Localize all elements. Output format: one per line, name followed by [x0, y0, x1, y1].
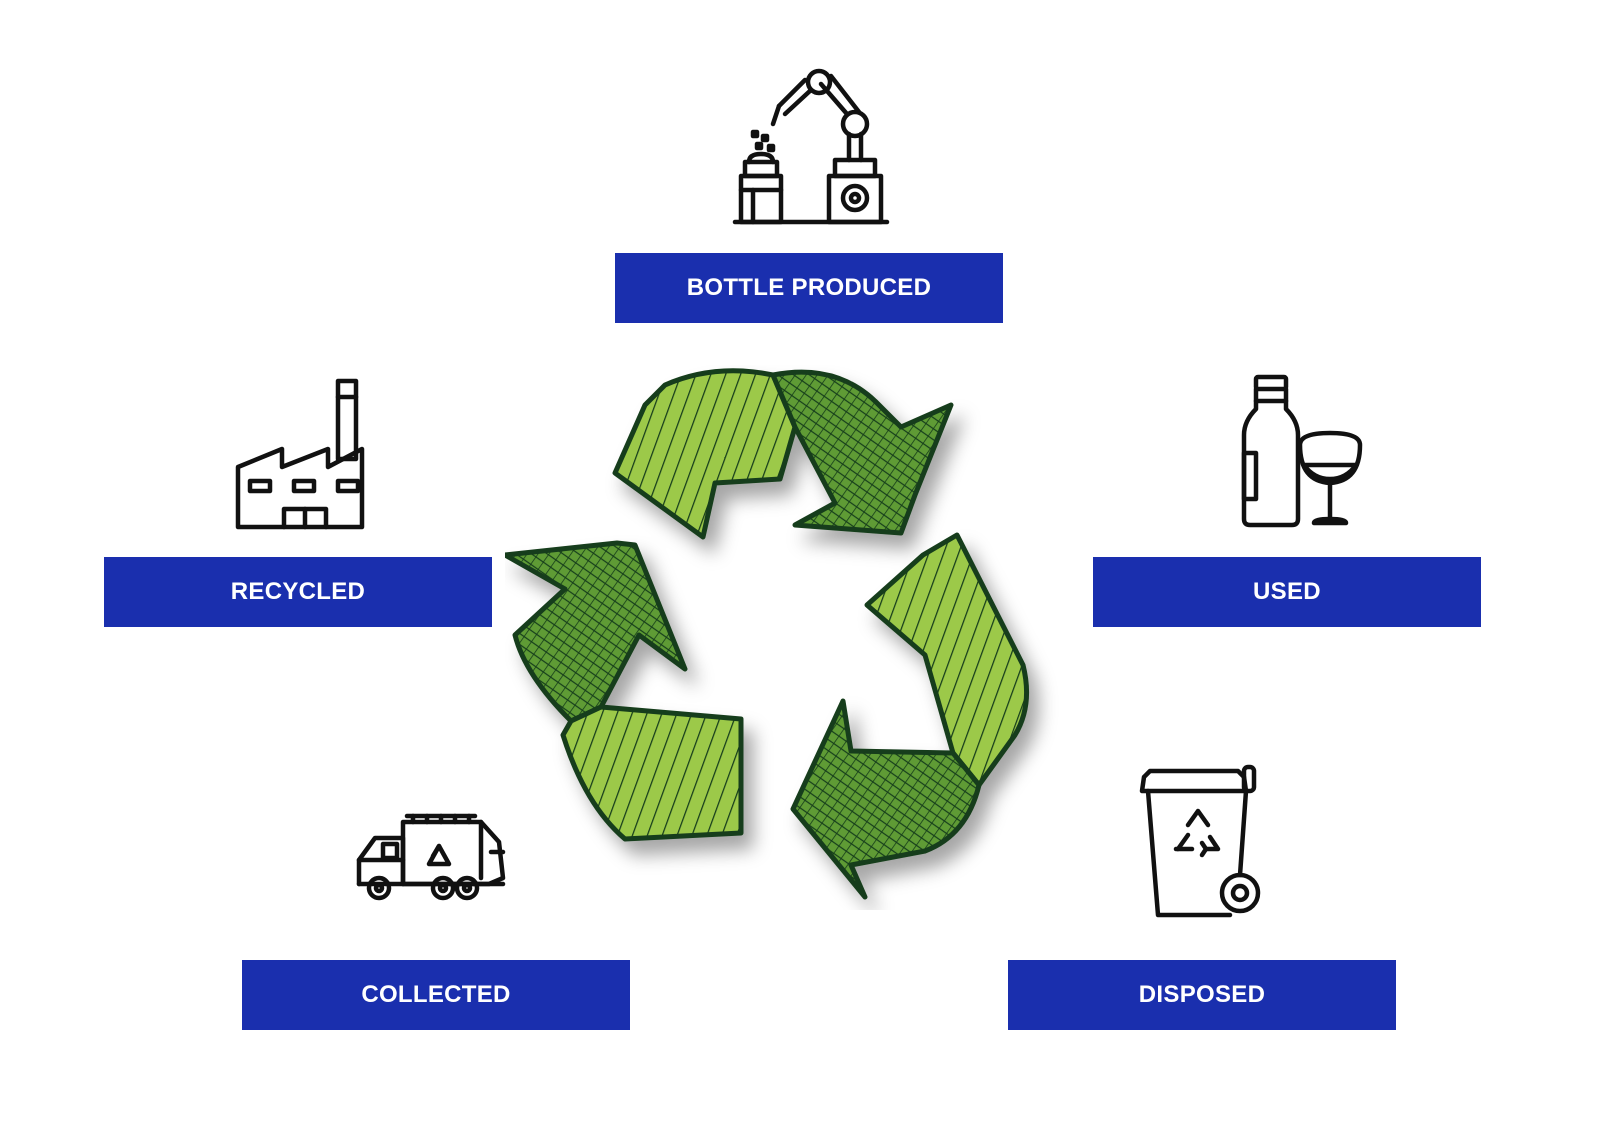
label-recycled: RECYCLED [104, 557, 492, 627]
label-used: USED [1093, 557, 1481, 627]
wine-bottle-and-glass-icon [1240, 373, 1370, 528]
label-collected: COLLECTED [242, 960, 630, 1030]
robot-arm-bottling-icon [732, 68, 895, 228]
recycle-arrow-left [502, 540, 744, 842]
recycle-arrow-top [612, 368, 954, 540]
recycling-bin-icon [1139, 764, 1270, 920]
garbage-truck-icon [355, 812, 510, 907]
factory-icon [234, 375, 384, 530]
label-disposed: DISPOSED [1008, 960, 1396, 1030]
recycle-arrows-icon [502, 365, 1065, 915]
label-bottle-produced: BOTTLE PRODUCED [615, 253, 1003, 323]
recycle-arrow-right [790, 532, 1030, 900]
